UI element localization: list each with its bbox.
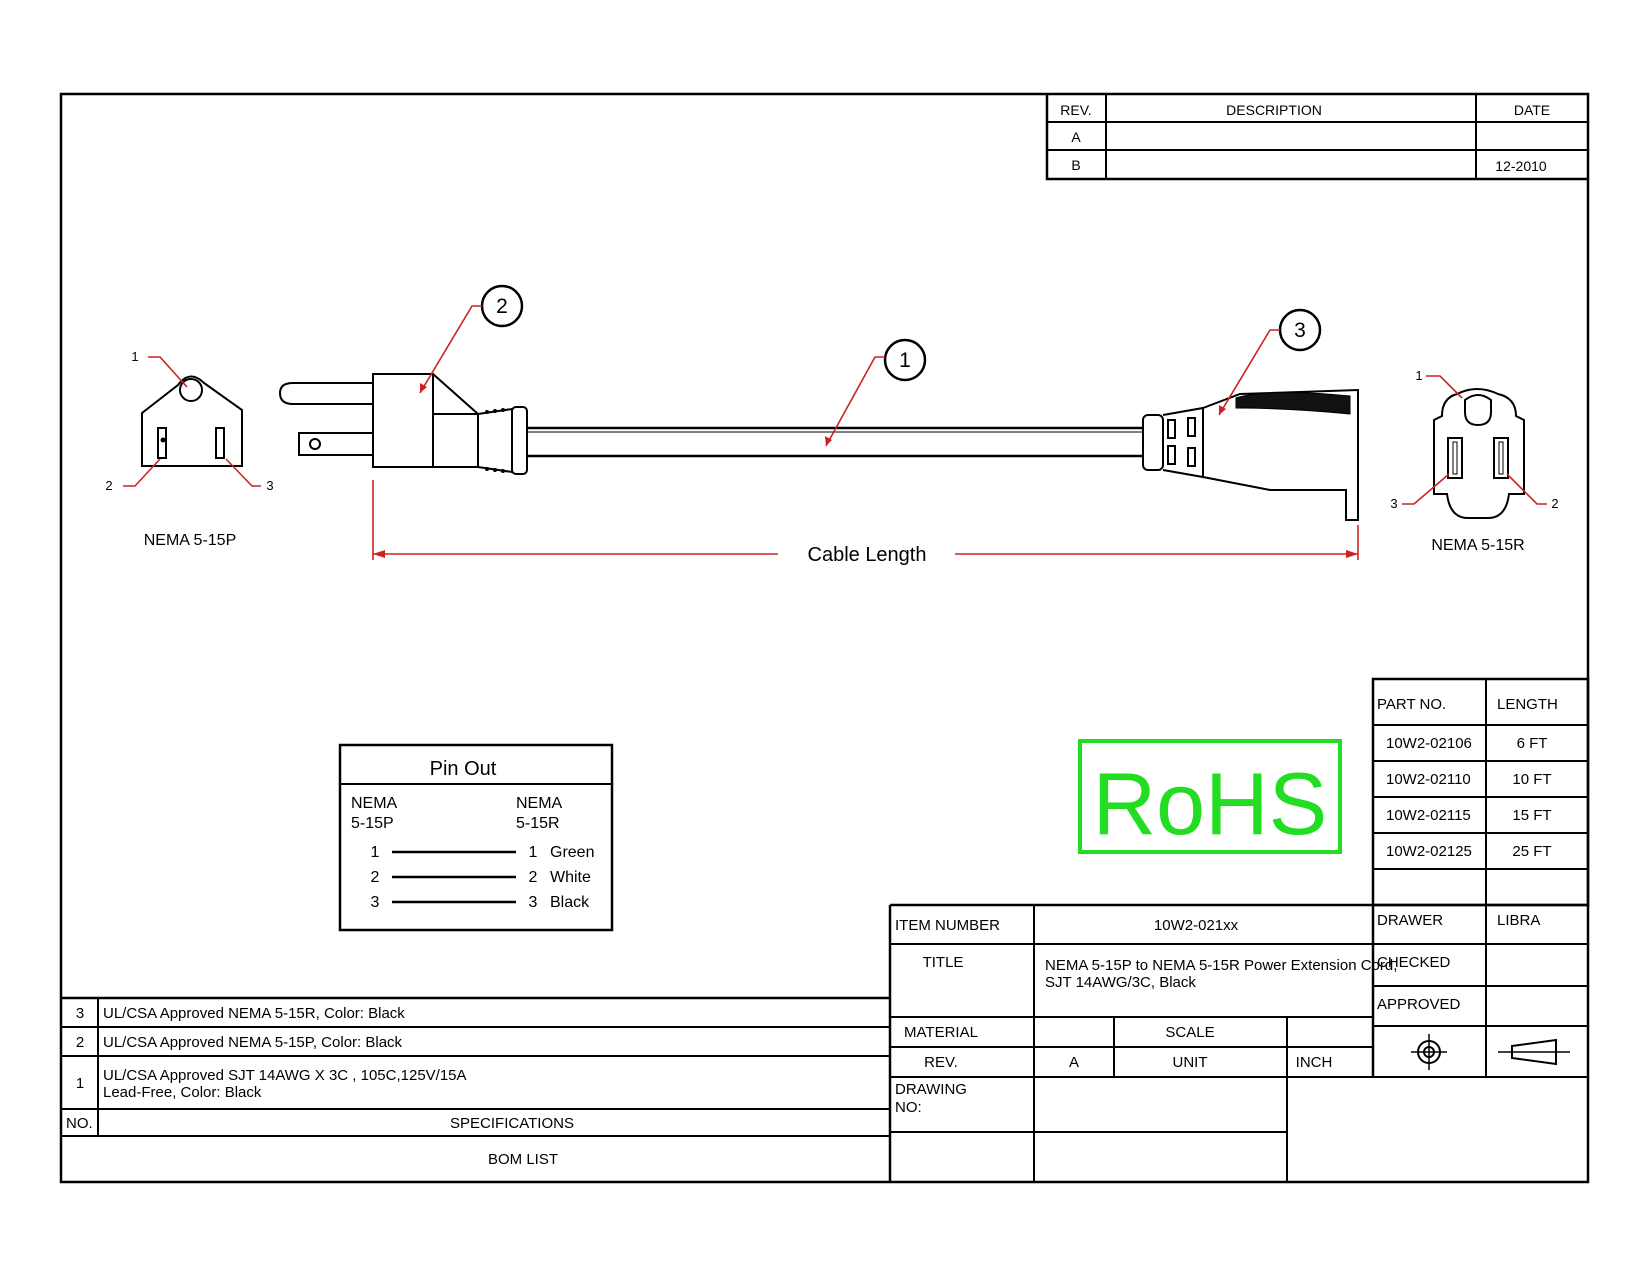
part-row-1: 10W2-02106 — [1386, 735, 1472, 752]
pin-out-row-2-color: White — [550, 869, 591, 886]
drawer-value: LIBRA — [1497, 912, 1540, 929]
length-row-2: 10 FT — [1512, 771, 1551, 788]
drawing-no-label-1: DRAWING — [895, 1081, 967, 1098]
bom-list-footer: BOM LIST — [488, 1151, 558, 1168]
pin-out-row-3-right: 3 — [529, 894, 538, 911]
length-row-3: 15 FT — [1512, 807, 1551, 824]
rev-value: A — [1069, 1054, 1079, 1071]
pin-out-right-header-2: 5-15R — [516, 815, 560, 832]
bom-no-header: NO. — [66, 1115, 93, 1132]
drawing-border — [59, 92, 1590, 1184]
rohs-text: RoHS — [1093, 754, 1328, 853]
callout-2-label: 2 — [496, 295, 508, 318]
pin-out-row-3-color: Black — [550, 894, 590, 911]
plug-pin-2-label: 2 — [105, 478, 112, 493]
pin-out-row-3-left: 3 — [371, 894, 380, 911]
description-header: DESCRIPTION — [1226, 102, 1322, 118]
drawing-no-label-2: NO: — [895, 1099, 922, 1116]
bom-row-3-no: 3 — [76, 1005, 84, 1022]
bom-row-1-spec-line-1: UL/CSA Approved SJT 14AWG X 3C , 105C,12… — [103, 1067, 467, 1084]
parts-table: PART NO. LENGTH 10W2-02106 6 FT 10W2-021… — [1371, 677, 1590, 907]
part-row-2: 10W2-02110 — [1386, 771, 1471, 788]
title-label: TITLE — [923, 954, 964, 971]
part-row-3: 10W2-02115 — [1386, 807, 1471, 824]
receptacle-pin-3-label: 3 — [1390, 496, 1397, 511]
bom-row-2-spec: UL/CSA Approved NEMA 5-15P, Color: Black — [103, 1034, 403, 1051]
callout-1 — [883, 338, 927, 382]
rohs-mark: RoHS — [1078, 739, 1342, 854]
item-number-label: ITEM NUMBER — [895, 917, 1000, 934]
bom-row-1-no: 1 — [76, 1075, 84, 1092]
rev-label: REV. — [924, 1054, 958, 1071]
length-row-1: 6 FT — [1517, 735, 1548, 752]
length-row-4: 25 FT — [1512, 843, 1551, 860]
title-block: ITEM NUMBER 10W2-021xx TITLE NEMA 5-15P … — [888, 903, 1588, 1182]
unit-value: INCH — [1296, 1054, 1333, 1071]
unit-label: UNIT — [1173, 1054, 1208, 1071]
rev-row-b: B — [1071, 157, 1080, 173]
title-line-2: SJT 14AWG/3C, Black — [1045, 974, 1196, 991]
callout-1-label: 1 — [899, 349, 911, 372]
pin-out-row-1-color: Green — [550, 844, 594, 861]
pin-out-left-header-2: 5-15P — [351, 815, 394, 832]
rev-row-b-date: 12-2010 — [1495, 158, 1547, 174]
pin-out-table: Pin Out NEMA 5-15P NEMA 5-15R 1 1 Green … — [338, 743, 614, 932]
pin-out-row-1-right: 1 — [529, 844, 538, 861]
part-row-4: 10W2-02125 — [1386, 843, 1472, 860]
pin-out-right-header-1: NEMA — [516, 795, 563, 812]
receptacle-pin-1-label: 1 — [1415, 368, 1422, 383]
pin-out-left-header-1: NEMA — [351, 795, 398, 812]
pin-out-row-2-left: 2 — [371, 869, 380, 886]
receptacle-pin-2-label: 2 — [1551, 496, 1558, 511]
plug-pin-3-label: 3 — [266, 478, 273, 493]
drawer-label: DRAWER — [1377, 912, 1443, 929]
bom-spec-header: SPECIFICATIONS — [450, 1115, 574, 1132]
checked-label: CHECKED — [1377, 954, 1451, 971]
approved-label: APPROVED — [1377, 996, 1461, 1013]
bom-row-2-no: 2 — [76, 1034, 84, 1051]
part-no-header: PART NO. — [1377, 696, 1446, 713]
pin-out-row-2-right: 2 — [529, 869, 538, 886]
scale-label: SCALE — [1165, 1024, 1214, 1041]
rev-row-a: A — [1071, 129, 1081, 145]
crosshair-icon — [1411, 1034, 1447, 1070]
title-line-1: NEMA 5-15P to NEMA 5-15R Power Extension… — [1045, 957, 1397, 974]
callout-3-label: 3 — [1294, 319, 1306, 342]
plug-face-label: NEMA 5-15P — [144, 532, 236, 549]
cable-length-dimension: Cable Length — [372, 480, 1359, 566]
date-header: DATE — [1514, 102, 1550, 118]
item-number-value: 10W2-021xx — [1154, 917, 1239, 934]
cable-length-label: Cable Length — [808, 544, 927, 566]
receptacle-face-nema-5-15r: 1 2 3 NEMA 5-15R — [1390, 368, 1558, 554]
receptacle-face-label: NEMA 5-15R — [1431, 537, 1524, 554]
bom-row-3-spec: UL/CSA Approved NEMA 5-15R, Color: Black — [103, 1005, 405, 1022]
cord-assembly: 1 2 3 — [278, 284, 1359, 521]
length-header: LENGTH — [1497, 696, 1558, 713]
rev-header: REV. — [1060, 102, 1091, 118]
plug-face-nema-5-15p: 1 2 3 NEMA 5-15P — [105, 349, 273, 549]
projection-cone-icon — [1498, 1038, 1570, 1066]
bom-table: 3 UL/CSA Approved NEMA 5-15R, Color: Bla… — [61, 996, 890, 1168]
pin-out-title: Pin Out — [430, 758, 497, 780]
material-label: MATERIAL — [904, 1024, 978, 1041]
pin-out-row-1-left: 1 — [371, 844, 380, 861]
bom-row-1-spec-line-2: Lead-Free, Color: Black — [103, 1084, 262, 1101]
plug-pin-1-label: 1 — [131, 349, 138, 364]
revision-block: REV. DESCRIPTION DATE A B 12-2010 — [1045, 94, 1588, 181]
